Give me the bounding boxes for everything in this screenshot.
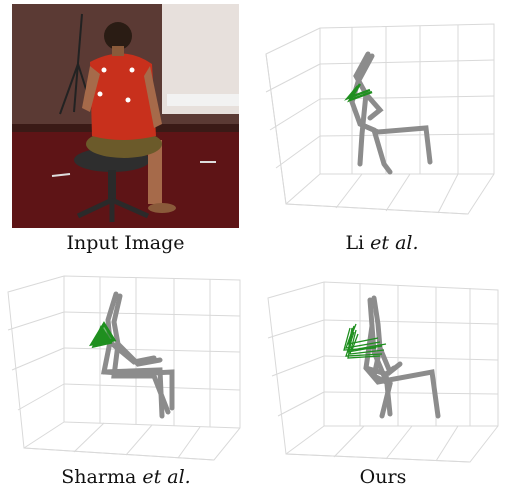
caption-sharma-et-al: Sharma et al. xyxy=(61,466,191,488)
sharma-3d-pose-plot xyxy=(7,275,241,461)
caption-li-et-al: Li et al. xyxy=(345,232,419,254)
input-image-panel xyxy=(12,4,239,228)
input-photo xyxy=(12,4,239,228)
caption-input-image: Input Image xyxy=(66,232,185,254)
caption-ours: Ours xyxy=(359,466,407,488)
ours-3d-pose-plot xyxy=(267,281,499,463)
sharma-et-al-panel xyxy=(4,272,248,466)
li-3d-pose-plot xyxy=(265,23,495,215)
li-et-al-panel xyxy=(262,14,502,224)
ours-panel xyxy=(262,276,504,466)
